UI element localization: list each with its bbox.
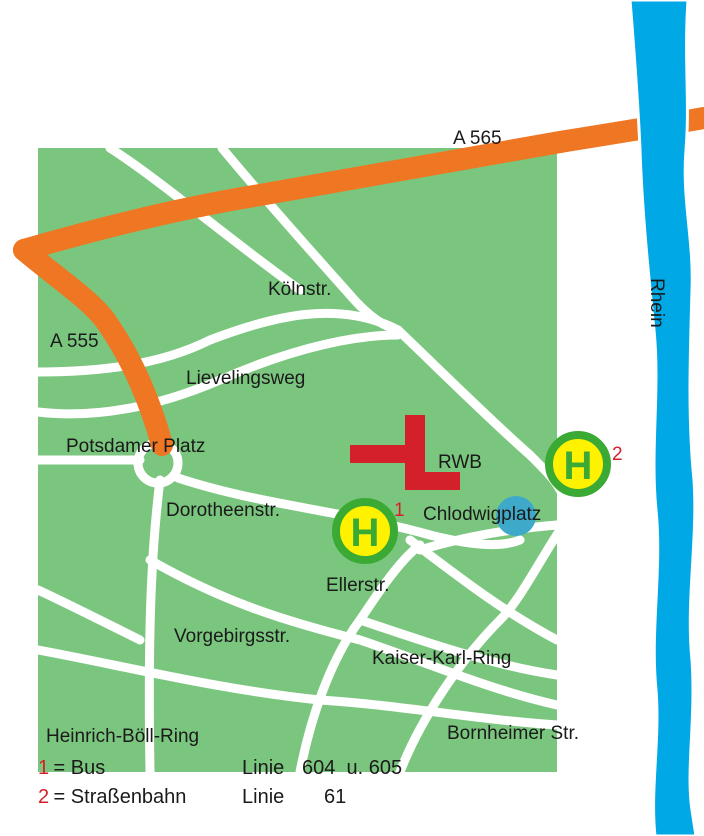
highway-a555	[13, 239, 173, 456]
legend-num-2: 2	[38, 786, 50, 808]
stop-2-number: 2	[612, 444, 623, 465]
highway-a565	[13, 107, 704, 261]
street-label-chlodwigplatz: Chlodwigplatz	[423, 504, 541, 525]
street-label-kaiser-karl-ring: Kaiser-Karl-Ring	[372, 648, 511, 669]
highway-a565-label: A 565	[453, 128, 502, 149]
stop-2-tram-marker: H 2	[545, 431, 623, 497]
legend-linie-2: Linie	[242, 786, 285, 808]
highway-a555-label: A 555	[50, 331, 99, 352]
river-rhein	[628, 0, 698, 836]
river-label: Rhein	[646, 278, 667, 328]
road-vorgebirgsstr	[145, 555, 562, 710]
legend-row-tram: 2 = Straßenbahn Linie 61	[38, 786, 678, 814]
legend-linie-1: Linie	[242, 757, 285, 779]
stop-1-letter: H	[351, 511, 380, 555]
stop-1-icon	[332, 498, 398, 564]
street-label-bornheimer-str: Bornheimer Str.	[447, 723, 579, 744]
street-label-lievelingsweg: Lievelingsweg	[186, 368, 305, 389]
street-label-ellerstr: Ellerstr.	[326, 575, 389, 596]
road-ellerstr	[295, 540, 425, 777]
destination-marker	[350, 415, 460, 490]
road-southwest	[33, 585, 145, 645]
street-label-vorgebirgsstr: Vorgebirgsstr.	[174, 626, 290, 647]
chlodwigplatz-plaza	[496, 496, 536, 536]
legend-mode-bus: = Bus	[48, 757, 106, 779]
road-west-vertical	[144, 475, 165, 777]
legend-mode-tram: = Straßenbahn	[48, 786, 187, 808]
road-kaiser-karl-lower	[355, 615, 562, 680]
legend-row-bus: 1 = Bus Linie 604 u. 605	[38, 757, 678, 785]
road-chlodwig-east	[415, 520, 562, 555]
legend-lines-bus: 604 u. 605	[302, 757, 403, 779]
stop-1-number: 1	[394, 500, 405, 521]
road-upper-curve	[33, 330, 403, 419]
legend-lines-tram: 61	[324, 786, 347, 808]
street-network	[33, 143, 565, 777]
street-label-koelnstr: Kölnstr.	[268, 279, 331, 300]
street-label-heinrich-boell-ring: Heinrich-Böll-Ring	[46, 726, 199, 747]
stop-2-icon	[545, 431, 611, 497]
stop-2-letter: H	[564, 444, 593, 488]
road-heinrich-boell	[33, 645, 562, 730]
street-label-potsdamer-platz: Potsdamer Platz	[66, 436, 205, 457]
road-ellerstr-2	[395, 525, 565, 777]
destination-label: RWB	[438, 452, 482, 473]
road-lievelingsweg	[33, 308, 403, 377]
legend-num-1: 1	[38, 757, 50, 779]
street-label-dorotheenstr: Dorotheenstr.	[166, 500, 280, 521]
stop-1-bus-marker: H 1	[332, 498, 405, 564]
road-kaiser-karl	[405, 535, 562, 645]
